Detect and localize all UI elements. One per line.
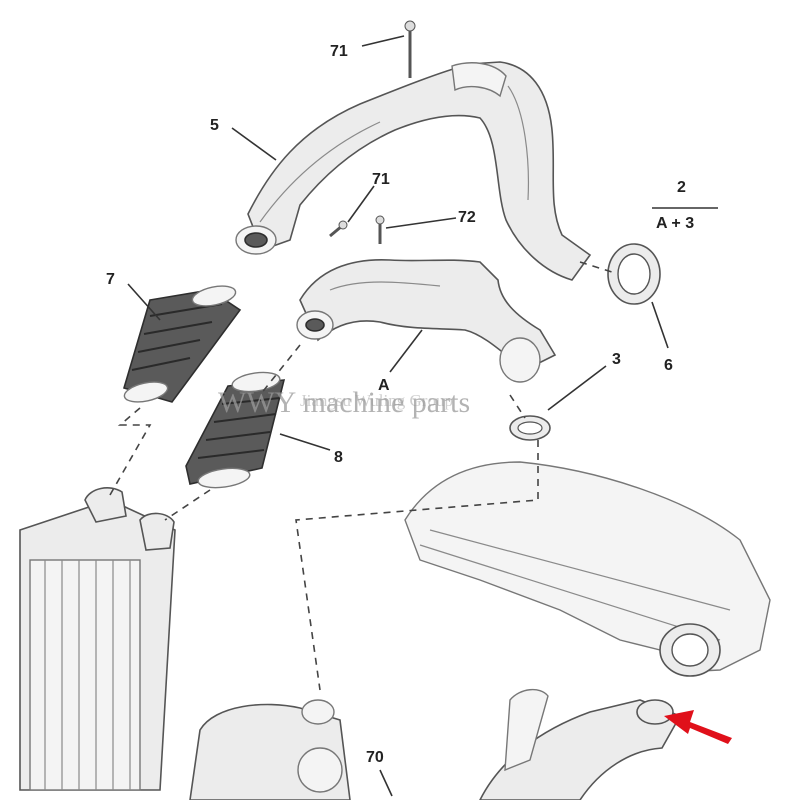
label-72: 72 [458, 209, 476, 226]
label-7: 7 [106, 271, 115, 288]
middle-intake-pipe [296, 259, 557, 383]
label-71-mid: 71 [372, 171, 390, 188]
watermark: WWY machine parts [218, 386, 470, 419]
bolt-71-top [404, 20, 416, 78]
bolt-71-mid [329, 220, 348, 238]
rubber-hose-8 [185, 371, 286, 489]
turbocharger [189, 699, 351, 800]
label-a: A [378, 377, 390, 394]
label-8: 8 [334, 449, 343, 466]
lower-intake-pipe [479, 689, 682, 800]
label-a-plus-3: A + 3 [656, 215, 694, 232]
watermark-faint: Jiangsu Wuling Group [300, 391, 453, 410]
intercooler [19, 487, 176, 791]
label-3: 3 [612, 351, 621, 368]
leader-lines [127, 35, 718, 797]
label-5: 5 [210, 117, 219, 134]
upper-intake-pipe [235, 61, 592, 281]
assembly-lines [109, 261, 613, 691]
label-2: 2 [677, 179, 686, 196]
label-6: 6 [664, 357, 673, 374]
engine-cover [404, 461, 771, 677]
rubber-hose-7 [123, 285, 242, 403]
clamp-ring-6 [607, 243, 661, 305]
label-71-top: 71 [330, 43, 348, 60]
highlight-arrow [664, 710, 732, 744]
clamp-ring-3 [509, 415, 551, 441]
bolt-72 [375, 215, 385, 244]
label-70: 70 [366, 749, 384, 766]
